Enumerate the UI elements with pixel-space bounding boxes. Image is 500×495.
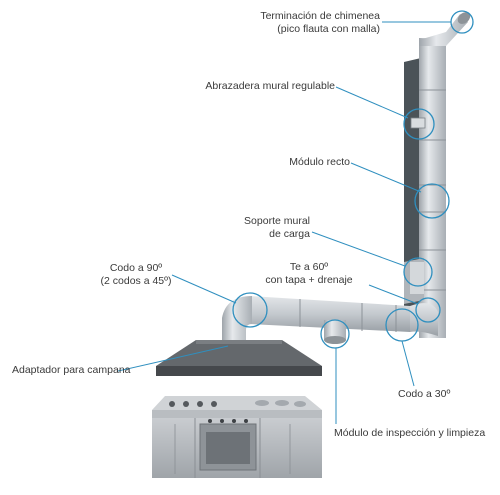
- label-modulo-recto: Módulo recto: [289, 156, 350, 168]
- label-adaptador: Adaptador para campana: [12, 364, 131, 376]
- callout-circle-inspeccion: [320, 319, 350, 349]
- label-te-line2: con tapa + drenaje: [265, 274, 353, 286]
- label-codo30: Codo a 30º: [398, 388, 451, 400]
- label-terminacion: Terminación de chimenea (pico flauta con…: [260, 10, 380, 36]
- leader-lines: [117, 21, 451, 424]
- label-soporte-line2: de carga: [269, 228, 310, 240]
- extraction-hood: [156, 340, 322, 376]
- label-modulo-inspeccion: Módulo de inspección y limpieza: [334, 427, 486, 439]
- label-soporte: Soporte mural de carga: [230, 215, 310, 241]
- label-abrazadera: Abrazadera mural regulable: [205, 80, 335, 92]
- label-codo90-line1: Codo a 90º: [109, 262, 163, 274]
- label-te: Te a 60º con tapa + drenaje: [250, 261, 368, 287]
- label-codo90-line2: (2 codos a 45º): [100, 275, 172, 287]
- label-terminacion-line1: Terminación de chimenea: [260, 10, 380, 22]
- label-te-line1: Te a 60º: [289, 261, 329, 273]
- label-codo90: Codo a 90º (2 codos a 45º): [88, 262, 184, 288]
- chimney-terminal: [419, 12, 471, 46]
- callout-circle-abrazadera: [403, 108, 435, 140]
- load-support-bracket: [404, 258, 424, 304]
- callout-circle-soporte: [403, 257, 433, 287]
- inspection-module: [324, 320, 346, 344]
- callout-circle-codo90: [232, 292, 268, 328]
- label-soporte-line1: Soporte mural: [244, 215, 310, 227]
- callout-circle-te: [415, 297, 441, 323]
- callouts: [232, 10, 474, 349]
- label-terminacion-line2: (pico flauta con malla): [277, 23, 380, 35]
- cooking-range: [152, 396, 322, 478]
- callout-circle-modulo-recto: [414, 183, 450, 219]
- wall-clamp: [410, 117, 426, 129]
